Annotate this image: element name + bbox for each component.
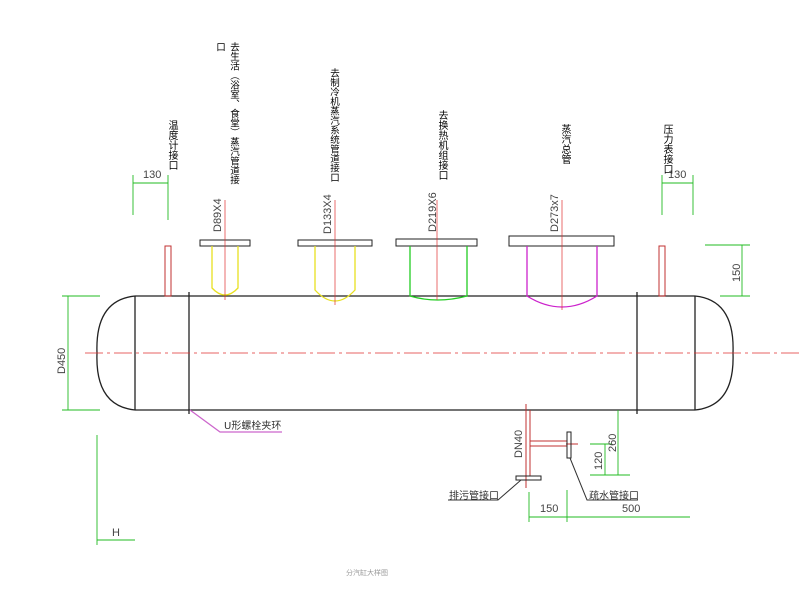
nozzle-d133	[297, 200, 373, 305]
dim-120: 120	[593, 451, 605, 470]
label-main-steam: 蒸汽总管	[559, 124, 570, 164]
dimension-lines	[62, 175, 750, 545]
dim-150: 150	[540, 503, 559, 515]
nozzle-size-1: D89X4	[212, 198, 224, 232]
thermometer-nozzle	[164, 245, 172, 297]
nozzle-size-bottom: DN40	[513, 429, 525, 458]
dim-left-130: 130	[143, 169, 162, 181]
nozzle-d89	[199, 200, 251, 300]
nozzle-d273	[508, 200, 615, 310]
dim-right-130: 130	[668, 169, 687, 181]
drain-leader	[569, 457, 638, 501]
nozzle-size-3: D219X6	[427, 192, 439, 232]
label-pressure-gauge: 压力表接口	[661, 124, 672, 174]
label-drain: 疏水管接口	[589, 491, 639, 502]
dim-150-vertical: 150	[731, 263, 743, 282]
drawing-caption: 分汽缸大样图	[346, 569, 388, 577]
label-u-bolt: U形螺栓夹环	[224, 421, 282, 432]
dim-260: 260	[607, 433, 619, 452]
nozzle-d219	[395, 200, 478, 301]
label-heat-exchanger: 去换热机组接口	[436, 110, 447, 180]
nozzle-size-4: D273x7	[549, 194, 561, 232]
dim-500: 500	[622, 503, 641, 515]
blowdown-pipe	[515, 404, 578, 488]
dim-h: H	[112, 527, 120, 539]
label-refrigeration: 去制冷机蒸汽系统管道接口	[328, 68, 339, 182]
u-bolt-leader	[189, 409, 282, 433]
nozzle-size-2: D133X4	[322, 194, 334, 234]
label-blowdown: 排污管接口	[449, 491, 499, 502]
label-domestic: 去生活（浴室、食堂）蒸汽管道接口	[214, 42, 239, 185]
label-thermometer: 温度计接口	[166, 120, 177, 170]
pressure-gauge-nozzle	[658, 245, 666, 297]
dim-diameter: D450	[56, 347, 68, 374]
blowdown-leader	[448, 479, 522, 501]
